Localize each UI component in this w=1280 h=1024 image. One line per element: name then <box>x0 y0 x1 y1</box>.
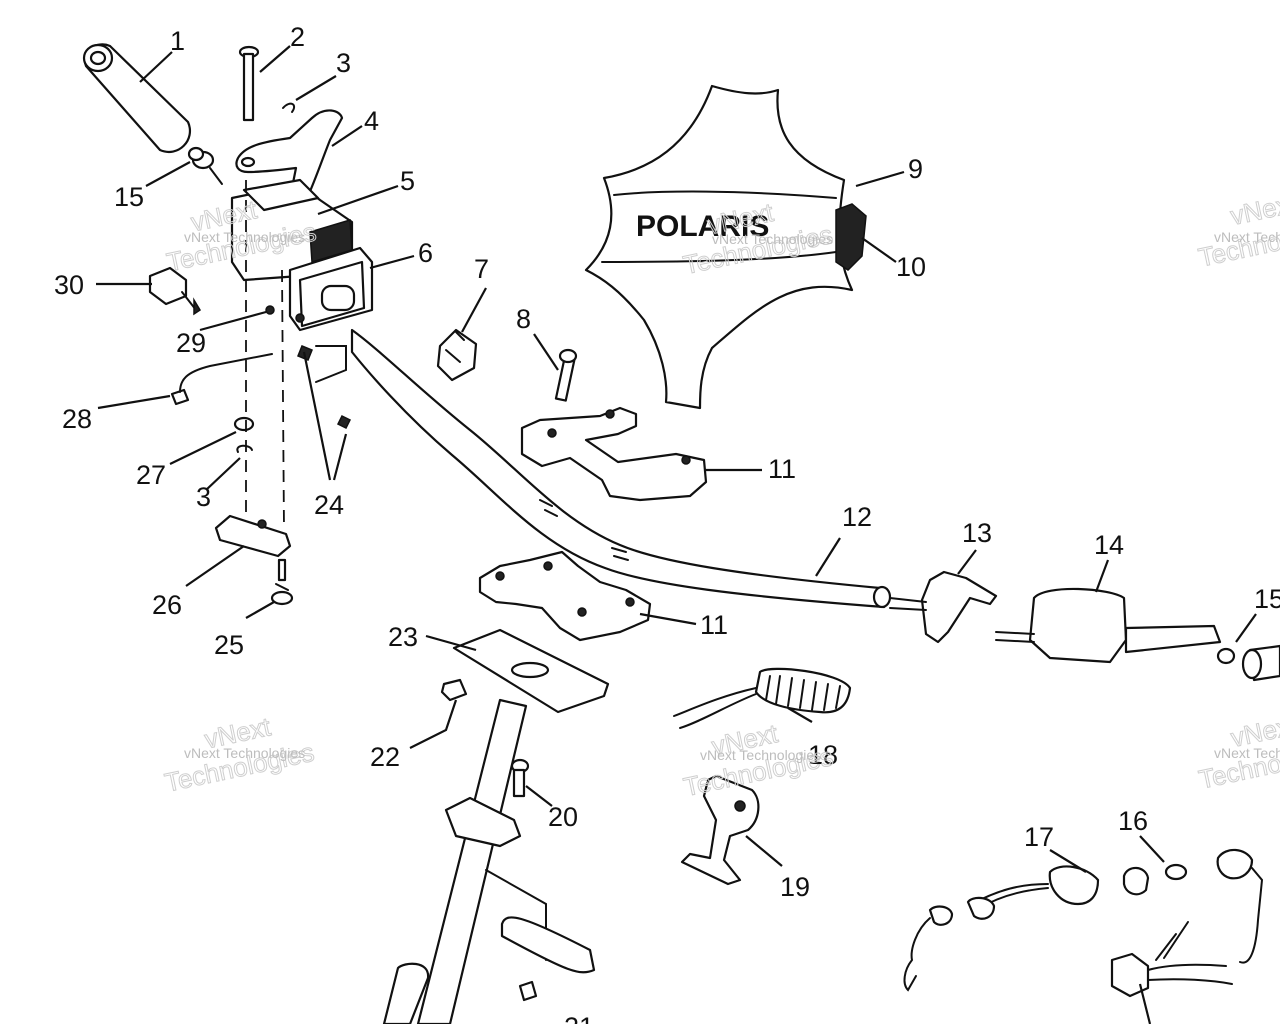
callout-28: 28 <box>62 404 92 434</box>
callout-11-top: 11 <box>768 454 796 484</box>
callout-18: 18 <box>808 740 838 770</box>
callout-22: 22 <box>370 742 400 772</box>
callout-14: 14 <box>1094 530 1124 560</box>
callout-21: 21 <box>564 1012 594 1024</box>
handlebar-pad: POLARIS <box>584 84 867 410</box>
callout-27: 27 <box>136 460 166 490</box>
small-fasteners <box>170 345 352 453</box>
handlebar <box>350 328 892 609</box>
watermark-small: vNext Technologies <box>184 745 305 761</box>
callout-6: 6 <box>418 238 433 268</box>
right-grip <box>1216 644 1280 682</box>
callout-1: 1 <box>170 26 185 56</box>
callout-8: 8 <box>516 304 531 334</box>
callout-15-right: 15 <box>1254 584 1280 614</box>
callout-24: 24 <box>314 490 344 520</box>
mounting-plate <box>214 514 294 606</box>
callout-15-left: 15 <box>114 182 144 212</box>
callout-20: 20 <box>548 802 578 832</box>
callout-17: 17 <box>1024 822 1054 852</box>
callout-2: 2 <box>290 22 305 52</box>
callout-19: 19 <box>780 872 810 902</box>
watermark-small: vNext Technologies <box>700 747 821 763</box>
callout-4: 4 <box>364 106 379 136</box>
callout-11-bottom: 11 <box>700 610 728 640</box>
riser-clamp-bottom <box>478 550 652 642</box>
callout-3-top: 3 <box>336 48 351 78</box>
watermark-small: vNext Technologies <box>184 229 305 245</box>
switch-30 <box>148 266 202 316</box>
callout-7: 7 <box>474 254 489 284</box>
cable-clip <box>436 328 478 382</box>
alignment-line-2 <box>281 269 285 531</box>
callout-5: 5 <box>400 166 415 196</box>
kill-switch <box>903 848 1264 998</box>
column-fasteners <box>440 678 596 1002</box>
watermark-small: vNext Technologies <box>1214 229 1280 245</box>
throttle-block <box>230 178 374 332</box>
callout-3-bottom: 3 <box>196 482 211 512</box>
callout-10: 10 <box>896 252 926 282</box>
callout-13: 13 <box>962 518 992 548</box>
callout-26: 26 <box>152 590 182 620</box>
pad-logo: POLARIS <box>636 210 769 243</box>
callout-23: 23 <box>388 622 418 652</box>
callout-16: 16 <box>1118 806 1148 836</box>
leader-lines <box>96 45 1257 1024</box>
mounting-bracket <box>680 774 760 886</box>
grip-plug-left <box>187 146 223 185</box>
pivot-pin <box>238 45 296 122</box>
callout-25: 25 <box>214 630 244 660</box>
callout-29: 29 <box>176 328 206 358</box>
callout-12: 12 <box>842 502 872 532</box>
steering-column <box>382 628 610 1024</box>
watermark-brand: vNext <box>1228 188 1280 231</box>
master-cylinder <box>995 587 1222 664</box>
callout-labels: 1 2 3 4 5 6 7 8 9 10 11 12 13 14 15 16 1… <box>54 22 1280 1024</box>
callout-9: 9 <box>908 154 923 184</box>
watermark-small: vNext Technologies <box>712 231 833 247</box>
left-grip <box>82 43 191 153</box>
callout-30: 30 <box>54 270 84 300</box>
watermark-small: vNext Technologies <box>1214 745 1280 761</box>
heater-coil <box>673 667 852 729</box>
brake-lever <box>889 570 998 644</box>
riser-clamp-top <box>520 348 708 502</box>
